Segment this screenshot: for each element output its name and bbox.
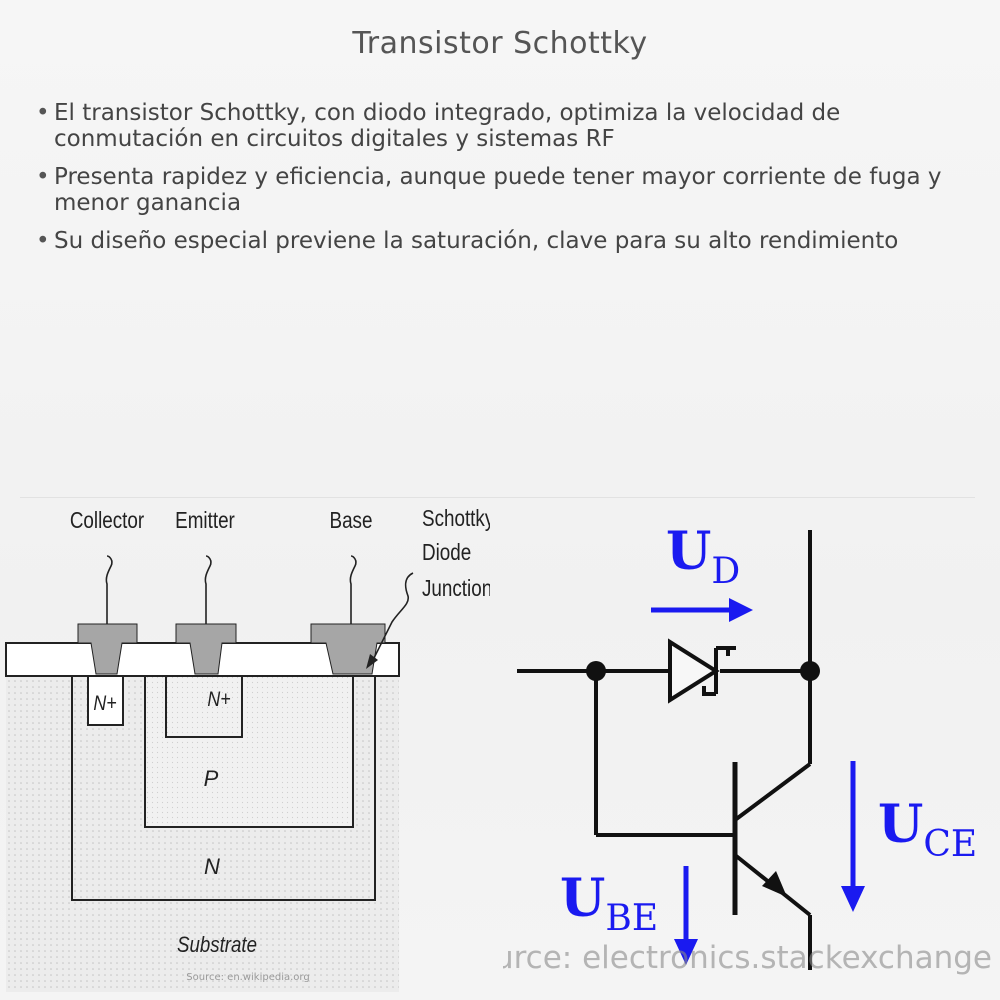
cross-section-source: Source: en.wikipedia.org (186, 972, 309, 983)
ud-label-sub: D (711, 551, 740, 592)
bullet-item: El transistor Schottky, con diodo integr… (34, 100, 954, 152)
transistor-collector (733, 762, 812, 822)
schottky-label-line1: Schottky (422, 506, 495, 531)
schottky-arrowhead (366, 654, 378, 669)
base-lead (349, 555, 357, 624)
emitter-contact (175, 623, 237, 675)
collector-label: Collector (70, 508, 144, 533)
collector-contact (77, 623, 138, 675)
bullet-item: Presenta rapidez y eficiencia, aunque pu… (34, 164, 954, 216)
base-contact (310, 623, 386, 675)
base-label: Base (330, 508, 373, 533)
page-title: Transistor Schottky (352, 26, 648, 61)
n-plus-collector (87, 675, 124, 726)
emitter-arrowhead (762, 871, 787, 897)
p-region (144, 675, 354, 828)
uce-label-sub: CE (923, 824, 977, 865)
diode-schottky-bar (702, 646, 736, 696)
uce-arrowhead (841, 886, 865, 912)
junction-dot-right (800, 661, 820, 681)
diode-triangle (668, 638, 720, 704)
n-plus-emitter (165, 675, 243, 738)
collector-lead (105, 555, 113, 624)
schottky-label-line2: Diode (422, 540, 471, 565)
divider (20, 497, 975, 498)
n-plus-collector-label: N+ (93, 692, 116, 716)
emitter-lead (204, 555, 212, 624)
bullet-item: Su diseño especial previene la saturació… (34, 228, 954, 254)
p-region-label: P (204, 766, 219, 791)
cross-section-diagram: Collector Emitter Base Schottky Diode Ju… (5, 506, 495, 992)
schottky-label-line3: Junction (422, 576, 492, 601)
junction-dot-left (586, 661, 606, 681)
ube-label: UBE (560, 868, 658, 939)
circuit-source: Source: electronics.stackexchange (455, 940, 992, 976)
schottky-pointer (371, 572, 414, 663)
ube-label-sub: BE (605, 898, 658, 939)
ud-label: UD (666, 521, 740, 592)
n-plus-emitter-label: N+ (207, 688, 230, 712)
circuit-diagram: UD UCE UBE Source: electronics.stackexch… (455, 521, 992, 976)
substrate-label: Substrate (177, 934, 257, 958)
emitter-label: Emitter (175, 508, 235, 533)
ube-label-main: U (560, 868, 605, 929)
bullet-list: El transistor Schottky, con diodo integr… (34, 100, 954, 266)
uce-label-main: U (878, 794, 923, 855)
n-region-label: N (204, 854, 220, 879)
ud-label-main: U (666, 521, 711, 582)
ube-arrowhead (674, 939, 698, 965)
uce-label: UCE (878, 794, 977, 865)
ud-arrowhead (729, 598, 753, 622)
